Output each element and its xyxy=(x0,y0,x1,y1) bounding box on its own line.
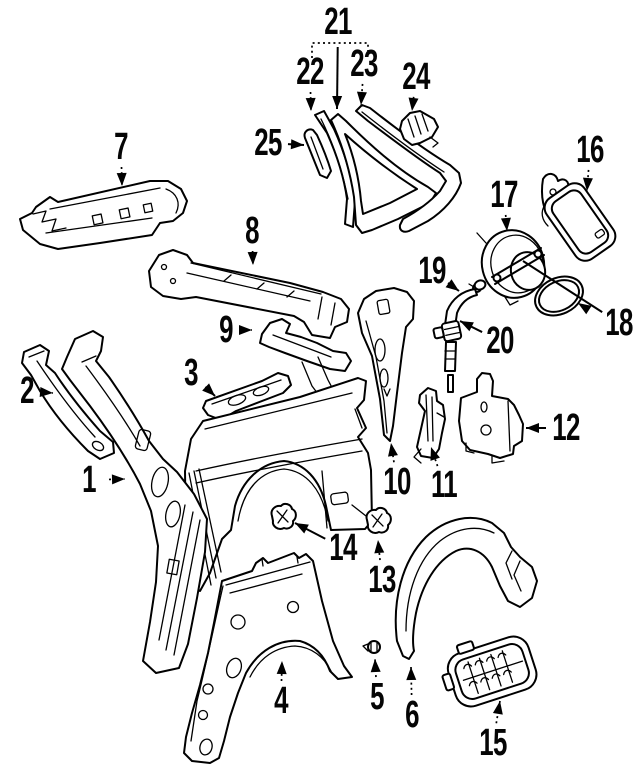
part-1-pillar-reinforcement xyxy=(61,330,208,674)
callout-7-label: 7 xyxy=(114,126,128,168)
callout-10-label: 10 xyxy=(383,461,411,503)
part-23-molding xyxy=(355,104,462,233)
callout-12-label: 12 xyxy=(552,407,580,449)
callout-11-arrowhead xyxy=(430,447,440,461)
part-8-rail xyxy=(148,249,350,339)
part-24-clip xyxy=(399,110,439,148)
part-15-vent-grille xyxy=(441,635,538,708)
part-14-grommet xyxy=(270,502,297,530)
callout-1-arrowhead xyxy=(111,474,125,485)
callout-24-arrowhead xyxy=(408,97,419,111)
quarter-panel xyxy=(184,377,373,592)
callout-25-arrowhead xyxy=(290,139,304,150)
callout-17-arrowhead xyxy=(500,217,511,231)
callout-15-arrowhead xyxy=(492,701,503,715)
callout-21-arrowhead xyxy=(332,95,343,109)
part-25-molding-strip xyxy=(303,128,332,179)
callout-22-label: 22 xyxy=(296,51,324,93)
part-6-wheelhouse-liner xyxy=(394,516,538,660)
callout-14-arrowhead xyxy=(295,523,309,534)
callout-9-label: 9 xyxy=(219,309,233,351)
callout-18-label: 18 xyxy=(605,302,633,344)
callout-22-arrowhead xyxy=(305,97,316,111)
callout-18-leader xyxy=(522,260,603,313)
callout-19-arrowhead xyxy=(445,279,459,291)
callout-20-arrowhead xyxy=(460,321,474,332)
callout-16-arrowhead xyxy=(582,177,593,191)
part-21-window-frame xyxy=(330,113,437,234)
callout-23-arrowhead xyxy=(356,91,367,105)
callout-13-label: 13 xyxy=(368,559,396,601)
callout-6-label: 6 xyxy=(405,694,419,736)
part-5-grommet xyxy=(362,640,381,654)
callout-21-label: 21 xyxy=(324,1,352,43)
callout-2-arrowhead xyxy=(39,387,53,397)
callout-23-label: 23 xyxy=(350,43,378,85)
callout-20-label: 20 xyxy=(486,320,514,362)
callout-2-label: 2 xyxy=(20,370,34,412)
callout-16-label: 16 xyxy=(576,129,604,171)
part-2-pillar-brace xyxy=(21,344,115,460)
part-20-clamp xyxy=(432,320,463,343)
part-10-pillar-reinforcement xyxy=(357,287,415,442)
callout-21-bracket xyxy=(311,42,369,58)
callout-24-label: 24 xyxy=(402,56,430,98)
callout-5-arrowhead xyxy=(370,659,381,673)
part-7-rail xyxy=(19,180,188,250)
callout-19-label: 19 xyxy=(418,250,446,292)
part-17-filler-pocket xyxy=(468,229,547,306)
part-16-fuel-door xyxy=(540,173,617,262)
callout-8-arrowhead xyxy=(247,251,258,265)
part-4-inner-wheelhouse-panel xyxy=(183,552,353,764)
callout-10-arrowhead xyxy=(388,443,398,457)
part-9-bracket xyxy=(259,318,352,403)
part-12-bracket xyxy=(458,372,524,464)
part-3-bracket xyxy=(202,372,292,421)
callout-1-label: 1 xyxy=(82,459,96,501)
callout-14-label: 14 xyxy=(329,527,357,569)
callout-12-arrowhead xyxy=(526,423,539,433)
leader-layer xyxy=(39,46,603,724)
callout-3-arrowhead xyxy=(202,383,215,396)
callout-11-label: 11 xyxy=(431,464,458,506)
callout-18-arrowhead xyxy=(578,303,592,315)
callout-3-label: 3 xyxy=(184,352,198,394)
callout-4-label: 4 xyxy=(274,680,288,722)
callout-25-label: 25 xyxy=(254,122,282,164)
part-11-bracket xyxy=(413,387,446,464)
callout-7-arrowhead xyxy=(116,172,127,186)
callout-17-label: 17 xyxy=(490,174,518,216)
callout-9-arrowhead xyxy=(239,325,252,335)
callout-6-arrowhead xyxy=(406,667,417,681)
callout-15-label: 15 xyxy=(479,722,507,764)
part-13-grommet xyxy=(351,504,392,534)
callout-8-label: 8 xyxy=(245,210,259,252)
callout-4-arrowhead xyxy=(276,661,287,675)
callout-13-arrowhead xyxy=(374,540,385,554)
callout-5-label: 5 xyxy=(370,676,384,718)
